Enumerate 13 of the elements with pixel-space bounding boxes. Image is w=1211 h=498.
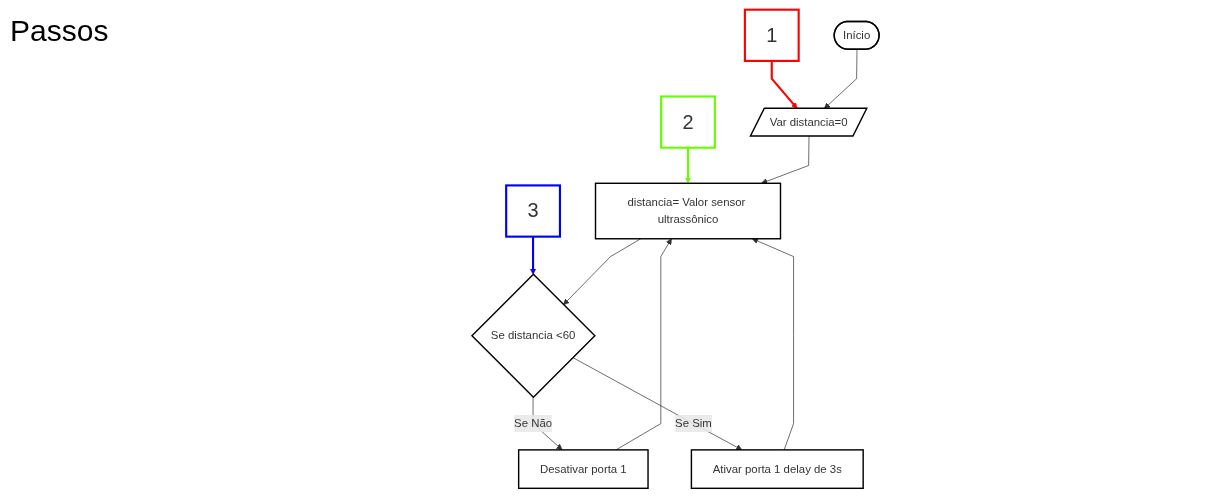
process-box: Desativar porta 1 — [517, 449, 649, 489]
process-box: distancia= Valor sensor ultrassônico — [594, 182, 782, 240]
start-terminal: Início — [833, 20, 880, 50]
step-number-box: 1 — [743, 8, 800, 62]
step-number-box: 3 — [505, 184, 561, 238]
input-parallelogram: Var distancia=0 — [749, 107, 868, 137]
heading-label: Passos — [10, 14, 110, 48]
arrow — [684, 147, 692, 184]
step-number-box: 2 — [660, 95, 716, 149]
process-box: Ativar porta 1 delay de 3s — [690, 449, 864, 489]
arrow — [529, 236, 537, 275]
arrow — [770, 60, 798, 109]
decision-diamond: Se distancia <60 — [470, 273, 596, 399]
